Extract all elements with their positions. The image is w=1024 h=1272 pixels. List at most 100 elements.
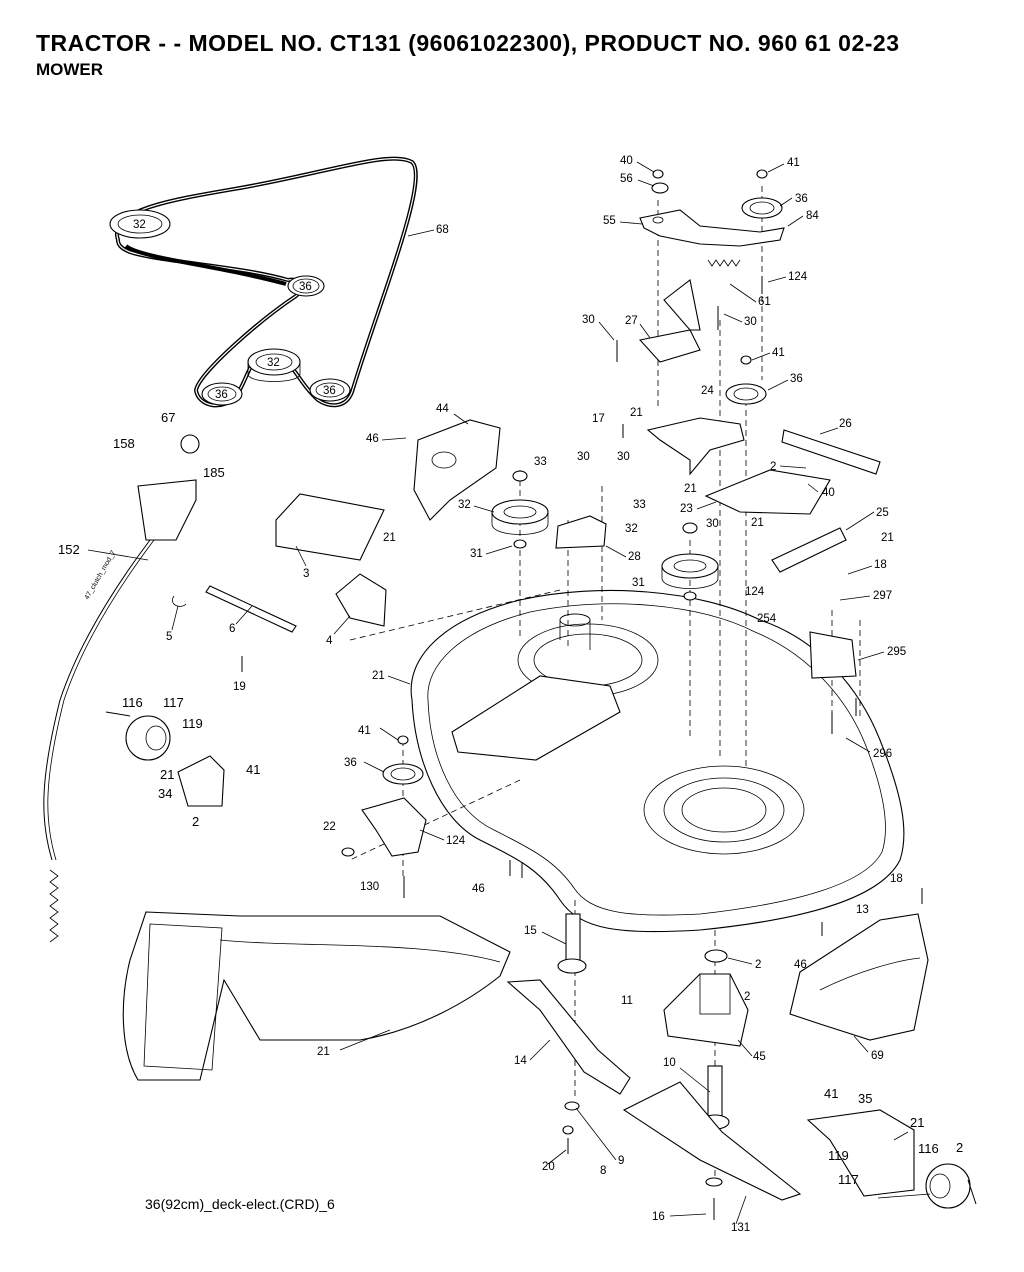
callout: 30: [582, 314, 595, 326]
callout: 119: [182, 716, 203, 731]
callout: 16: [652, 1211, 665, 1223]
belt-pulley-32-top: [109, 209, 171, 239]
spring-61: [707, 259, 741, 267]
callout: 36: [795, 193, 808, 205]
callout: 18: [874, 559, 887, 571]
callout: 35: [858, 1091, 872, 1106]
spindle-housing-14: [663, 973, 749, 1047]
callout: 296: [873, 748, 892, 760]
nut-41-top: [756, 169, 768, 179]
ball-67: [180, 434, 200, 454]
callout: 56: [620, 173, 633, 185]
callout: 21: [751, 517, 764, 529]
callout: 2: [755, 959, 761, 971]
deck-cover-23: [704, 469, 831, 515]
callout: 152: [58, 542, 80, 557]
callout: 297: [873, 590, 892, 602]
pin-5: [172, 595, 187, 607]
blade-11: [506, 979, 631, 1095]
callout: 31: [470, 548, 483, 560]
callout: 55: [603, 215, 616, 227]
callout: 30: [706, 518, 719, 530]
nut-41-lower: [397, 735, 409, 745]
washer-31-left: [513, 539, 527, 549]
belt-pulley-32-bottom: [247, 348, 301, 382]
callout: 26: [839, 418, 852, 430]
pulley-36-top: [741, 197, 783, 219]
callout: 158: [113, 436, 135, 451]
callout-labels: 40 41 56 36 84 55 124 61 30 27 30 41 36 …: [58, 155, 963, 1234]
callout: 11: [621, 995, 633, 1007]
cable-tag: 47_clutch_mod_7: [84, 550, 118, 601]
page-title: TRACTOR - - MODEL NO. CT131 (96061022300…: [36, 30, 900, 56]
callout: 40: [822, 487, 835, 499]
callout: 69: [871, 1050, 884, 1062]
wheel-117-right: [925, 1163, 971, 1209]
nut-33-right: [682, 522, 698, 534]
callout: 25: [876, 507, 889, 519]
callout: 9: [618, 1155, 624, 1167]
callout: 34: [158, 786, 172, 801]
callout: 28: [628, 551, 641, 563]
callout: 131: [731, 1222, 750, 1234]
callout: 21: [881, 532, 894, 544]
callout: 21: [630, 407, 643, 419]
washer-56: [651, 182, 669, 194]
callout: 67: [161, 410, 175, 425]
callout: 30: [617, 451, 630, 463]
callout: 20: [542, 1161, 555, 1173]
callout: 10: [663, 1057, 676, 1069]
callout: 254: [757, 613, 777, 625]
callout: 45: [753, 1051, 766, 1063]
nut-41-upper: [740, 355, 752, 365]
callout: 27: [625, 315, 638, 327]
belt-pulley-36-right: [309, 378, 351, 402]
nut-33-left: [512, 470, 528, 482]
callout: 33: [633, 499, 646, 511]
spindle-13: [557, 913, 587, 974]
callout: 21: [684, 483, 697, 495]
bracket-4: [335, 573, 387, 627]
callout: 32: [625, 523, 638, 535]
bracket-27: [638, 279, 701, 363]
pulley-32-right: [661, 553, 719, 589]
pulley-36-upper: [725, 383, 767, 405]
pulley-36-lower: [382, 763, 424, 785]
callout: 3: [303, 568, 309, 580]
callout: 46: [472, 883, 485, 895]
page-subtitle: MOWER: [36, 60, 104, 79]
callout: 4: [326, 635, 333, 647]
belt-pulley-36-mid: [287, 275, 325, 297]
pulley-label: 36: [215, 389, 228, 401]
bracket-35: [806, 1109, 915, 1197]
callout: 2: [770, 461, 776, 473]
deflector-295: [809, 631, 857, 679]
callout: 61: [758, 296, 771, 308]
callout: 21: [910, 1115, 924, 1130]
bracket-185: [137, 479, 197, 541]
callout: 19: [233, 681, 246, 693]
bolt-116-right: [967, 1179, 977, 1205]
callout: 17: [592, 413, 605, 425]
callout: 41: [246, 762, 260, 777]
pulley-32-left: [491, 499, 549, 535]
bolt-116-left: [105, 711, 131, 717]
plate-3: [275, 493, 385, 561]
callout: 23: [680, 503, 693, 515]
callout: 117: [163, 695, 184, 710]
callout: 30: [577, 451, 590, 463]
callout: 41: [787, 157, 800, 169]
nut-40: [652, 169, 664, 179]
callout: 24: [701, 385, 714, 397]
callout: 5: [166, 631, 172, 643]
mower-deck-housing: [410, 589, 905, 933]
callout: 36: [344, 757, 357, 769]
callout: 84: [806, 210, 819, 222]
callout: 116: [122, 695, 143, 710]
belt-part-label: 68: [436, 224, 449, 236]
idler-arm-24: [646, 417, 745, 476]
washer-31-right: [683, 591, 697, 601]
callout: 44: [436, 403, 449, 415]
cable-152: [43, 539, 155, 943]
